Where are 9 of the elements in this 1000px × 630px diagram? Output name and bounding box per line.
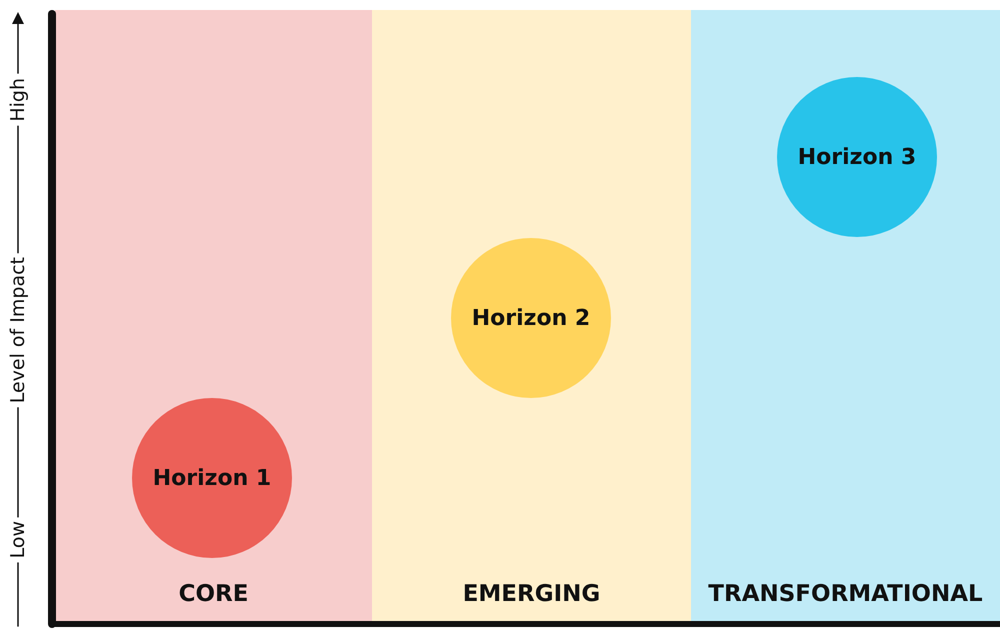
- column-title: CORE: [178, 581, 250, 607]
- horizon-circle: Horizon 3: [777, 77, 937, 237]
- horizon-circle: Horizon 1: [132, 398, 292, 558]
- column-title: TRANSFORMATIONAL: [707, 581, 984, 607]
- axis-label: Low: [8, 517, 28, 563]
- axis-label: Level of Impact: [8, 252, 28, 408]
- axis-label: High: [8, 74, 28, 126]
- horizon-circle: Horizon 2: [451, 238, 611, 398]
- column-title: EMERGING: [462, 581, 602, 607]
